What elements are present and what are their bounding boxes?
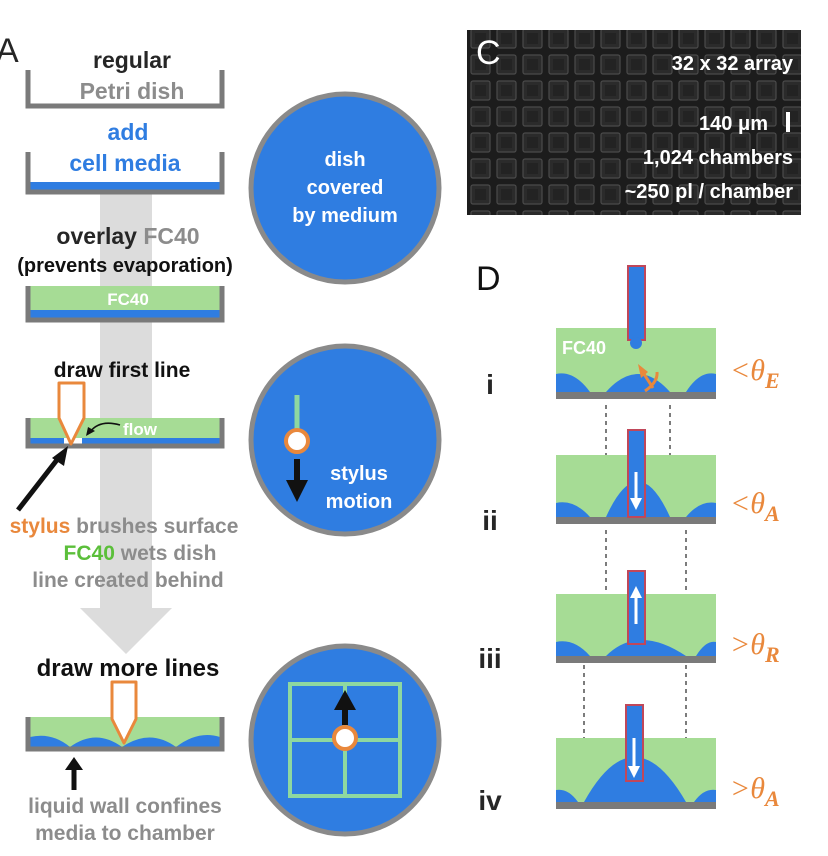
scale-bar bbox=[786, 112, 790, 132]
petri-dish-media bbox=[25, 152, 225, 195]
step1-line2: Petri dish bbox=[80, 78, 185, 104]
stage-iii bbox=[556, 570, 716, 663]
flow-arrow-head bbox=[86, 427, 95, 436]
step5-title: draw more lines bbox=[37, 655, 220, 682]
panel-c-label: C bbox=[476, 34, 501, 72]
circle1-line2: covered bbox=[307, 177, 384, 199]
wall-caption-2: media to chamber bbox=[35, 822, 215, 845]
scale-label: 140 μm bbox=[699, 113, 768, 135]
dish-top-view-1 bbox=[248, 91, 442, 285]
chamber-domes bbox=[30, 734, 220, 747]
step3-title: overlay FC40 bbox=[56, 223, 199, 249]
step3-sub: (prevents evaporation) bbox=[17, 255, 233, 277]
row-numeral-i: i bbox=[486, 369, 494, 400]
process-arrow bbox=[80, 190, 172, 654]
circle2-line1: stylus bbox=[330, 463, 388, 485]
step1-line1: regular bbox=[93, 47, 171, 73]
stage-ii bbox=[556, 429, 716, 524]
chamber-volume: ~250 pl / chamber bbox=[625, 181, 794, 203]
petri-dish-4 bbox=[25, 418, 225, 449]
circle2-line2: motion bbox=[326, 491, 393, 513]
petri-dish-fc40 bbox=[25, 286, 225, 323]
row-numeral-iv: iv bbox=[478, 785, 502, 816]
stage-i bbox=[556, 265, 716, 399]
media-layer-3 bbox=[30, 310, 220, 318]
panel-a-label: A bbox=[0, 32, 19, 70]
chamber-count: 1,024 chambers bbox=[643, 147, 793, 169]
step2-line1: add bbox=[108, 119, 149, 145]
circle1-line3: by medium bbox=[292, 205, 398, 227]
wets-caption: FC40 wets dish bbox=[64, 542, 217, 565]
stylus-pointer-arrow bbox=[16, 454, 62, 512]
fc40-layer-3 bbox=[30, 286, 220, 310]
stylus-up-head bbox=[334, 690, 356, 710]
media-layer-2 bbox=[30, 182, 220, 190]
stylus-tip-2 bbox=[110, 680, 138, 745]
stylus-pointer-head bbox=[52, 446, 68, 466]
brush-caption: stylus brushes surface bbox=[10, 515, 239, 538]
wall-caption-1: liquid wall confines bbox=[28, 795, 222, 818]
angle-label-iv: >θA bbox=[730, 772, 780, 811]
row-numeral-ii: ii bbox=[482, 505, 498, 536]
circle1-line1: dish bbox=[324, 149, 365, 171]
panel-d-label: D bbox=[476, 260, 501, 298]
stylus-dot-2 bbox=[284, 428, 310, 454]
stylus-dot-3 bbox=[332, 725, 358, 751]
stage-iv bbox=[556, 704, 716, 809]
petri-dish-empty bbox=[25, 70, 225, 109]
media-layer-4-right bbox=[82, 438, 220, 444]
petri-dish-5 bbox=[25, 717, 225, 752]
stylus-motion-head bbox=[286, 480, 308, 502]
angle-label-iii: >θR bbox=[730, 628, 780, 667]
step2-line2: cell media bbox=[69, 150, 180, 176]
chamber-array-micrograph bbox=[467, 30, 801, 215]
step4-title: draw first line bbox=[54, 359, 191, 382]
stylus-tip-1 bbox=[57, 381, 86, 446]
fc40-d-label: FC40 bbox=[562, 338, 606, 358]
array-size: 32 x 32 array bbox=[672, 53, 794, 75]
row-numeral-iii: iii bbox=[478, 643, 501, 674]
wall-pointer-head bbox=[65, 757, 83, 770]
fc40-layer-label: FC40 bbox=[107, 290, 149, 309]
angle-label-i: <θE bbox=[730, 354, 780, 393]
angle-label-ii: <θA bbox=[730, 487, 780, 526]
flow-label: flow bbox=[123, 420, 158, 439]
line-caption: line created behind bbox=[32, 569, 223, 592]
media-layer-4-left bbox=[30, 438, 64, 444]
pipette-i bbox=[627, 265, 646, 341]
